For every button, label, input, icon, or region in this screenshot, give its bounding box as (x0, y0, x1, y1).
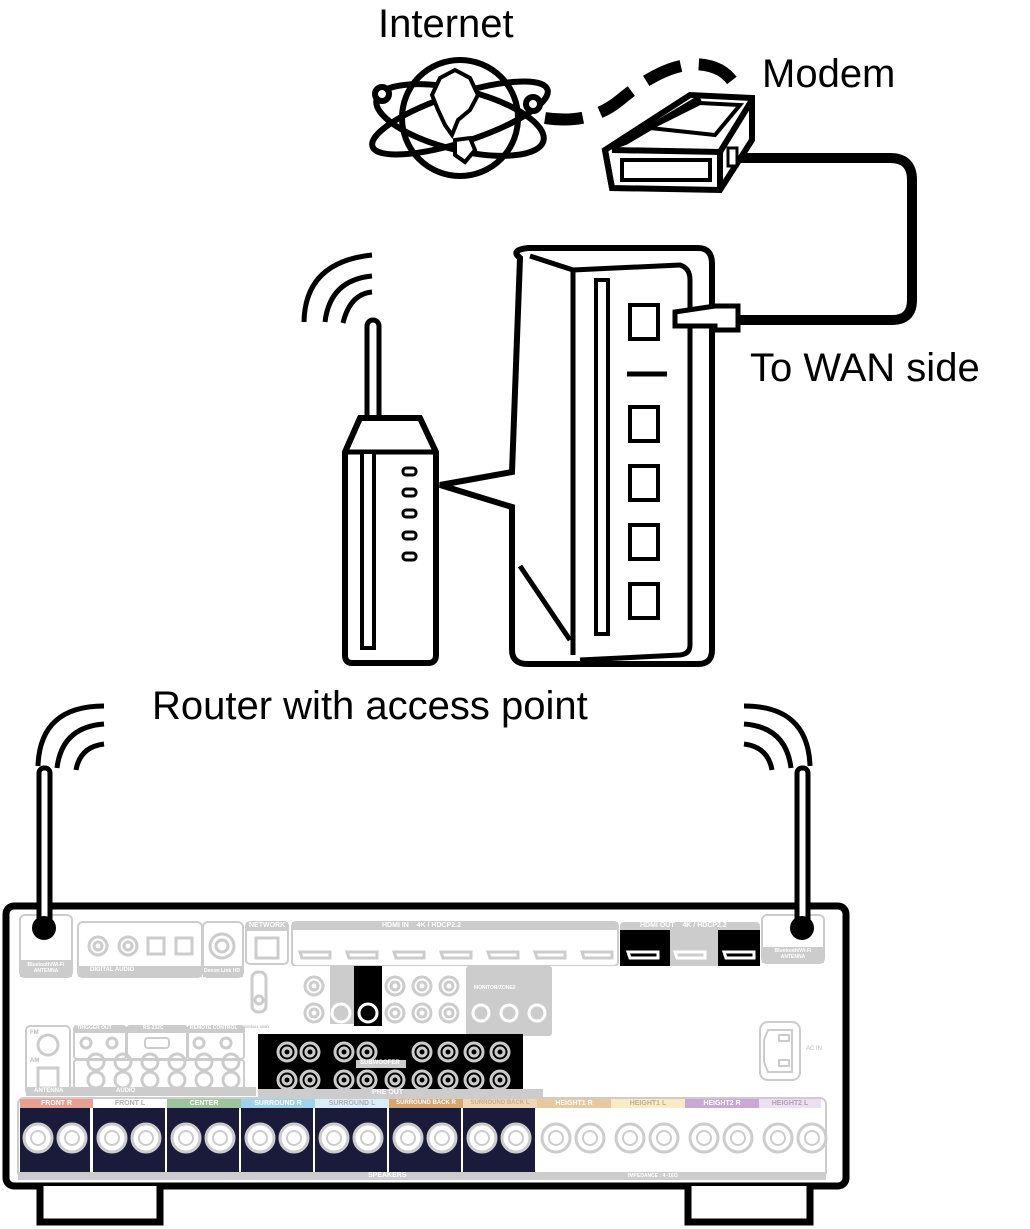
receiver-foot-right (684, 1186, 814, 1226)
subwoofer-label: SUBWOOFER (360, 1060, 400, 1066)
speaker-label-surround-back-l: SURROUND BACK L (463, 1099, 537, 1108)
hdmi-in-label: HDMI IN 4K / HDCP2.2 (382, 922, 461, 929)
speaker-label-height1-r: HEIGHT1 R (537, 1099, 611, 1108)
fm-label: FM (30, 1030, 39, 1036)
dashed-connection (544, 58, 748, 126)
antenna-signal-left-icon (35, 703, 105, 771)
antenna-signal-right-icon (743, 703, 813, 771)
receiver-foot-left (36, 1186, 164, 1226)
digital-audio-label: DIGITAL AUDIO (90, 967, 135, 973)
speaker-label-surround-back-r: SURROUND BACK R (389, 1099, 463, 1108)
wan-cable (738, 153, 917, 325)
speaker-labels: FRONT R FRONT L CENTER SURROUND R SURROU… (20, 1099, 825, 1108)
speaker-label-surround-r: SURROUND R (241, 1099, 315, 1108)
bt-antenna-right-label: Bluetooth/Wi-Fi ANTENNA (774, 948, 812, 960)
wifi-signal-icon (301, 252, 373, 324)
speaker-label-height2-r: HEIGHT2 R (685, 1099, 759, 1108)
trigger-out-label: TRIGGER OUT (77, 1025, 112, 1031)
remote-control-label: REMOTE CONTROL (190, 1025, 238, 1031)
am-label: AM (30, 1058, 40, 1064)
signal-gnd-label: SIGNAL GND (244, 1024, 270, 1029)
router-label: Router with access point (152, 684, 588, 728)
router-detail-callout (439, 245, 741, 667)
speaker-label-height1-l: HEIGHT1 L (611, 1099, 685, 1108)
antenna-group-label: ANTENNA (34, 1088, 64, 1094)
network-label: NETWORK (249, 922, 286, 929)
hdmi-out-label: HDMI OUT 4K / HDCP2.2 (640, 922, 727, 929)
bt-antenna-left-label: Bluetooth/Wi-Fi ANTENNA (27, 962, 65, 974)
denon-link-label: Denon Link HD (204, 968, 240, 974)
ethernet-ports (628, 303, 660, 620)
antenna-right-icon (790, 765, 814, 940)
internet-label: Internet (378, 2, 514, 46)
ac-in-label: AC IN (806, 1046, 823, 1052)
speaker-label-height2-l: HEIGHT2 L (759, 1099, 821, 1108)
globe-icon (369, 57, 551, 179)
antenna-left-icon (32, 765, 56, 940)
router-icon (342, 317, 439, 666)
speaker-label-front-l: FRONT L (93, 1099, 167, 1108)
impedance-label: IMPEDANCE : 4~16Ω (628, 1173, 678, 1179)
ac-in-socket (759, 1021, 801, 1081)
pre-out-label: PRE OUT (372, 1089, 404, 1096)
component-out-label: MONITOR/ZONE2 (474, 985, 516, 991)
speakers-group-label: SPEAKERS (368, 1172, 407, 1179)
speaker-label-surround-l: SURROUND L (315, 1099, 389, 1108)
audio-in-group-label: AUDIO (116, 1088, 136, 1094)
rs232c-label: RS-232C (143, 1025, 164, 1031)
modem-icon (601, 91, 755, 194)
speaker-label-front-r: FRONT R (20, 1099, 93, 1108)
modem-label: Modem (762, 52, 896, 96)
wan-side-label: To WAN side (750, 346, 980, 390)
speaker-label-center: CENTER (167, 1099, 241, 1108)
